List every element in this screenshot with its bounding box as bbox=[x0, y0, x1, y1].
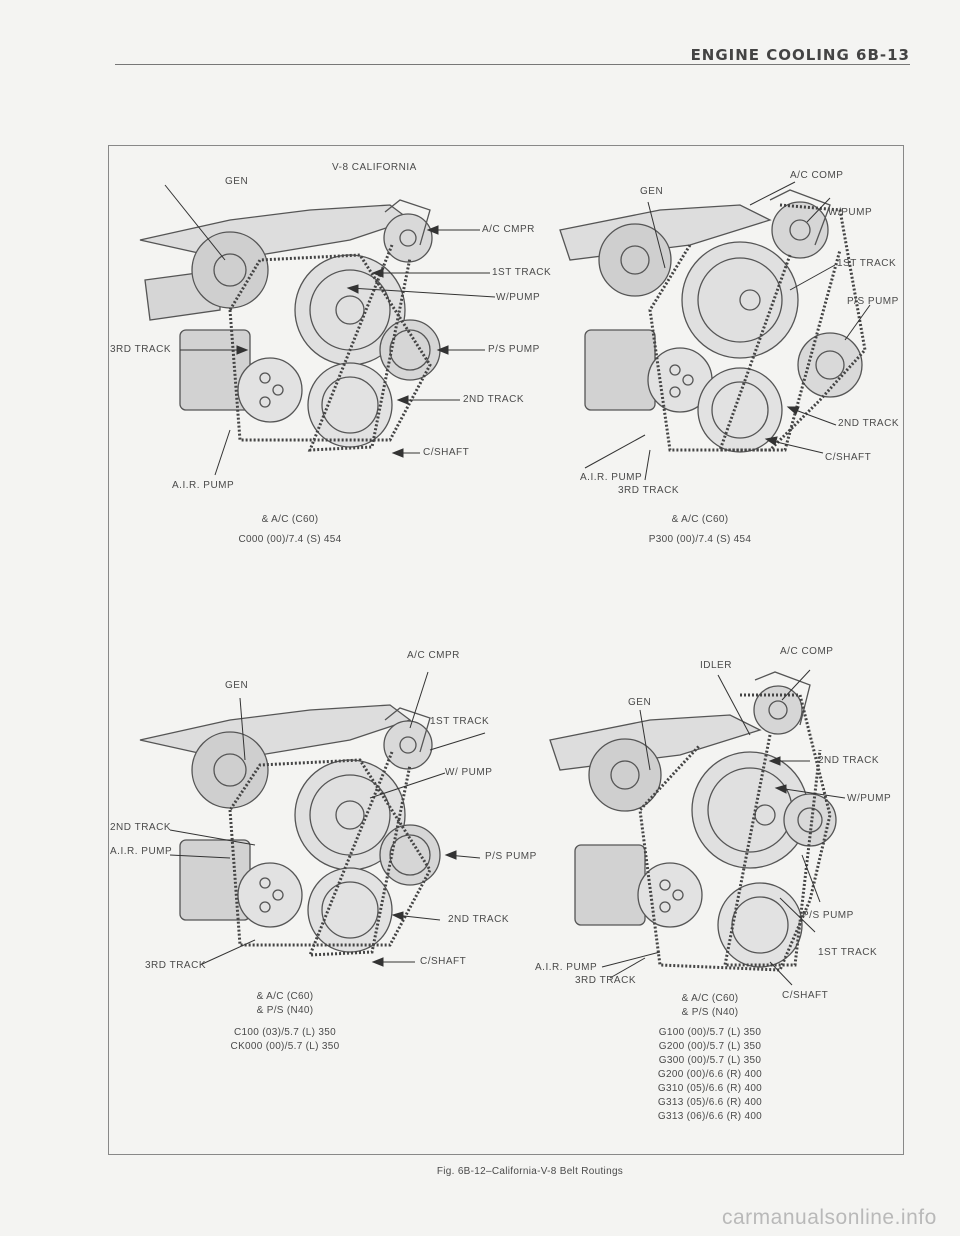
label-1st-track: 1ST TRACK bbox=[492, 267, 552, 278]
label-air-pump: A.I.R. PUMP bbox=[535, 962, 598, 973]
label-2nd-track: 2ND TRACK bbox=[463, 394, 524, 405]
label-3rd-track: 3RD TRACK bbox=[618, 485, 679, 496]
label-w-pump: W/PUMP bbox=[847, 793, 892, 804]
label-ac-comp: A/C COMP bbox=[780, 646, 834, 657]
label-c-shaft: C/SHAFT bbox=[420, 956, 467, 967]
label-gen: GEN bbox=[628, 697, 652, 708]
label-w-pump: W/PUMP bbox=[828, 207, 873, 218]
engine-drawing-top-left bbox=[139, 184, 496, 476]
diagram-top-left: V-8 CALIFORNIA GEN A/C CMPR 1ST TRACK W/… bbox=[110, 150, 551, 550]
label-3rd-track: 3RD TRACK bbox=[145, 960, 206, 971]
label-c-shaft: C/SHAFT bbox=[782, 990, 829, 1001]
label-3rd-track: 3RD TRACK bbox=[110, 344, 171, 355]
label-ac-comp: A/C COMP bbox=[790, 170, 844, 181]
caption-bottom-left: & A/C (C60) & P/S (N40) C100 (03)/5.7 (L… bbox=[230, 991, 340, 1052]
label-ps-pump: P/S PUMP bbox=[847, 296, 899, 307]
label-1st-track: 1ST TRACK bbox=[837, 258, 897, 269]
label-gen: GEN bbox=[225, 176, 249, 187]
caption-bottom-right: & A/C (C60) & P/S (N40) G100 (00)/5.7 (L… bbox=[657, 993, 763, 1122]
caption-top-left: & A/C (C60) C000 (00)/7.4 (S) 454 bbox=[238, 514, 342, 545]
label-ac-cmpr: A/C CMPR bbox=[482, 224, 535, 235]
figure-frame bbox=[108, 145, 904, 1155]
label-w-pump: W/ PUMP bbox=[445, 767, 493, 778]
watermark-text: carmanualsonline.info bbox=[722, 1206, 937, 1229]
diagram-bottom-left: A/C CMPR GEN 1ST TRACK W/ PUMP 2ND TRACK… bbox=[110, 640, 536, 1060]
label-c-shaft: C/SHAFT bbox=[825, 452, 872, 463]
caption-top-right: & A/C (C60) P300 (00)/7.4 (S) 454 bbox=[648, 514, 752, 545]
engine-drawing-top-right bbox=[559, 181, 871, 481]
label-2nd-track-lower: 2ND TRACK bbox=[448, 914, 509, 925]
header-rule bbox=[115, 64, 910, 65]
figure-caption: Fig. 6B-12–California-V-8 Belt Routings bbox=[436, 1166, 624, 1177]
label-air-pump: A.I.R. PUMP bbox=[580, 472, 643, 483]
page-title: ENGINE COOLING 6B-13 bbox=[690, 46, 910, 64]
diagram-top-right: GEN A/C COMP W/PUMP 1ST TRACK P/S PUMP 2… bbox=[540, 150, 905, 550]
label-1st-track: 1ST TRACK bbox=[818, 947, 878, 958]
label-2nd-track: 2ND TRACK bbox=[838, 418, 899, 429]
label-ps-pump: P/S PUMP bbox=[488, 344, 540, 355]
label-ps-pump: P/S PUMP bbox=[802, 910, 854, 921]
label-2nd-track: 2ND TRACK bbox=[110, 822, 171, 833]
engine-drawing-bottom-left bbox=[139, 671, 486, 967]
label-1st-track: 1ST TRACK bbox=[430, 716, 490, 727]
engine-drawing-bottom-right bbox=[549, 669, 846, 986]
label-air-pump: A.I.R. PUMP bbox=[110, 846, 173, 857]
title-v8-california: V-8 CALIFORNIA bbox=[332, 162, 417, 173]
label-gen: GEN bbox=[225, 680, 249, 691]
label-w-pump: W/PUMP bbox=[496, 292, 541, 303]
label-c-shaft: C/SHAFT bbox=[423, 447, 470, 458]
label-2nd-track: 2ND TRACK bbox=[818, 755, 879, 766]
label-ac-cmpr: A/C CMPR bbox=[407, 650, 460, 661]
label-gen: GEN bbox=[640, 186, 664, 197]
label-idler: IDLER bbox=[700, 660, 732, 671]
diagram-bottom-right: A/C COMP IDLER GEN 2ND TRACK W/PUMP P/S … bbox=[510, 640, 905, 1140]
label-3rd-track: 3RD TRACK bbox=[575, 975, 636, 986]
label-ps-pump: P/S PUMP bbox=[485, 851, 537, 862]
label-air-pump: A.I.R. PUMP bbox=[172, 480, 235, 491]
